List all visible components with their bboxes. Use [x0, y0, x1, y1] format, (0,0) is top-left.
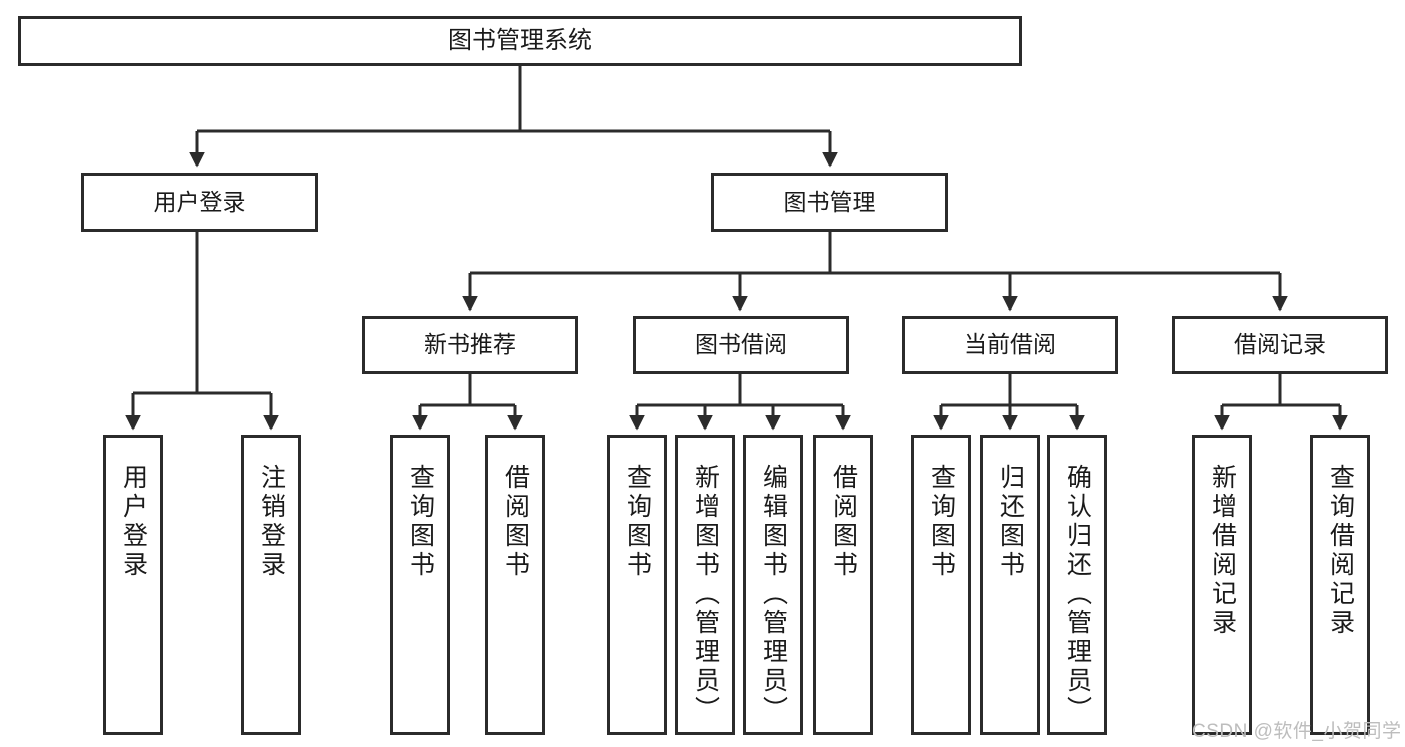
- node-label: 借阅记录: [1234, 331, 1326, 358]
- leaf-query-books-recommendation[interactable]: 查询图书: [390, 435, 450, 735]
- leaf-query-books-current[interactable]: 查询图书: [911, 435, 971, 735]
- leaf-query-borrow-record[interactable]: 查询借阅记录: [1310, 435, 1370, 735]
- node-label: 当前借阅: [964, 331, 1056, 358]
- leaf-logout[interactable]: 注销登录: [241, 435, 301, 735]
- node-label: 用户登录: [153, 188, 246, 215]
- node-label: 归还图书: [996, 464, 1025, 580]
- leaf-query-books-borrowing[interactable]: 查询图书: [607, 435, 667, 735]
- node-book-borrowing[interactable]: 图书借阅: [633, 316, 849, 374]
- leaf-edit-book-admin[interactable]: 编辑图书（管理员）: [743, 435, 803, 735]
- node-label: 查询图书: [623, 464, 652, 580]
- node-label: 图书借阅: [695, 331, 787, 358]
- leaf-return-books[interactable]: 归还图书: [980, 435, 1040, 735]
- leaf-confirm-return-admin[interactable]: 确认归还（管理员）: [1047, 435, 1107, 735]
- node-label: 确认归还（管理员）: [1063, 464, 1092, 725]
- node-label: 注销登录: [257, 464, 286, 580]
- watermark-text: CSDN @软件_小贺同学: [1192, 721, 1402, 742]
- node-label: 新增图书（管理员）: [691, 464, 720, 725]
- node-borrow-records[interactable]: 借阅记录: [1172, 316, 1388, 374]
- node-current-borrowing[interactable]: 当前借阅: [902, 316, 1118, 374]
- node-new-book-recommendation[interactable]: 新书推荐: [362, 316, 578, 374]
- node-label: 图书管理: [783, 188, 876, 215]
- node-book-management[interactable]: 图书管理: [711, 173, 948, 232]
- node-user-login[interactable]: 用户登录: [81, 173, 318, 232]
- node-label: 编辑图书（管理员）: [759, 464, 788, 725]
- node-label: 查询图书: [406, 464, 435, 580]
- node-label: 借阅图书: [829, 464, 858, 580]
- node-label: 用户登录: [119, 464, 148, 580]
- node-label: 图书管理系统: [448, 26, 592, 54]
- leaf-add-borrow-record[interactable]: 新增借阅记录: [1192, 435, 1252, 735]
- node-label: 新增借阅记录: [1208, 464, 1237, 638]
- leaf-user-login[interactable]: 用户登录: [103, 435, 163, 735]
- node-label: 查询图书: [927, 464, 956, 580]
- leaf-borrow-books-recommendation[interactable]: 借阅图书: [485, 435, 545, 735]
- leaf-add-book-admin[interactable]: 新增图书（管理员）: [675, 435, 735, 735]
- node-label: 借阅图书: [501, 464, 530, 580]
- node-root-book-management-system[interactable]: 图书管理系统: [18, 16, 1022, 66]
- node-label: 新书推荐: [424, 331, 516, 358]
- leaf-borrow-books-borrowing[interactable]: 借阅图书: [813, 435, 873, 735]
- node-label: 查询借阅记录: [1326, 464, 1355, 638]
